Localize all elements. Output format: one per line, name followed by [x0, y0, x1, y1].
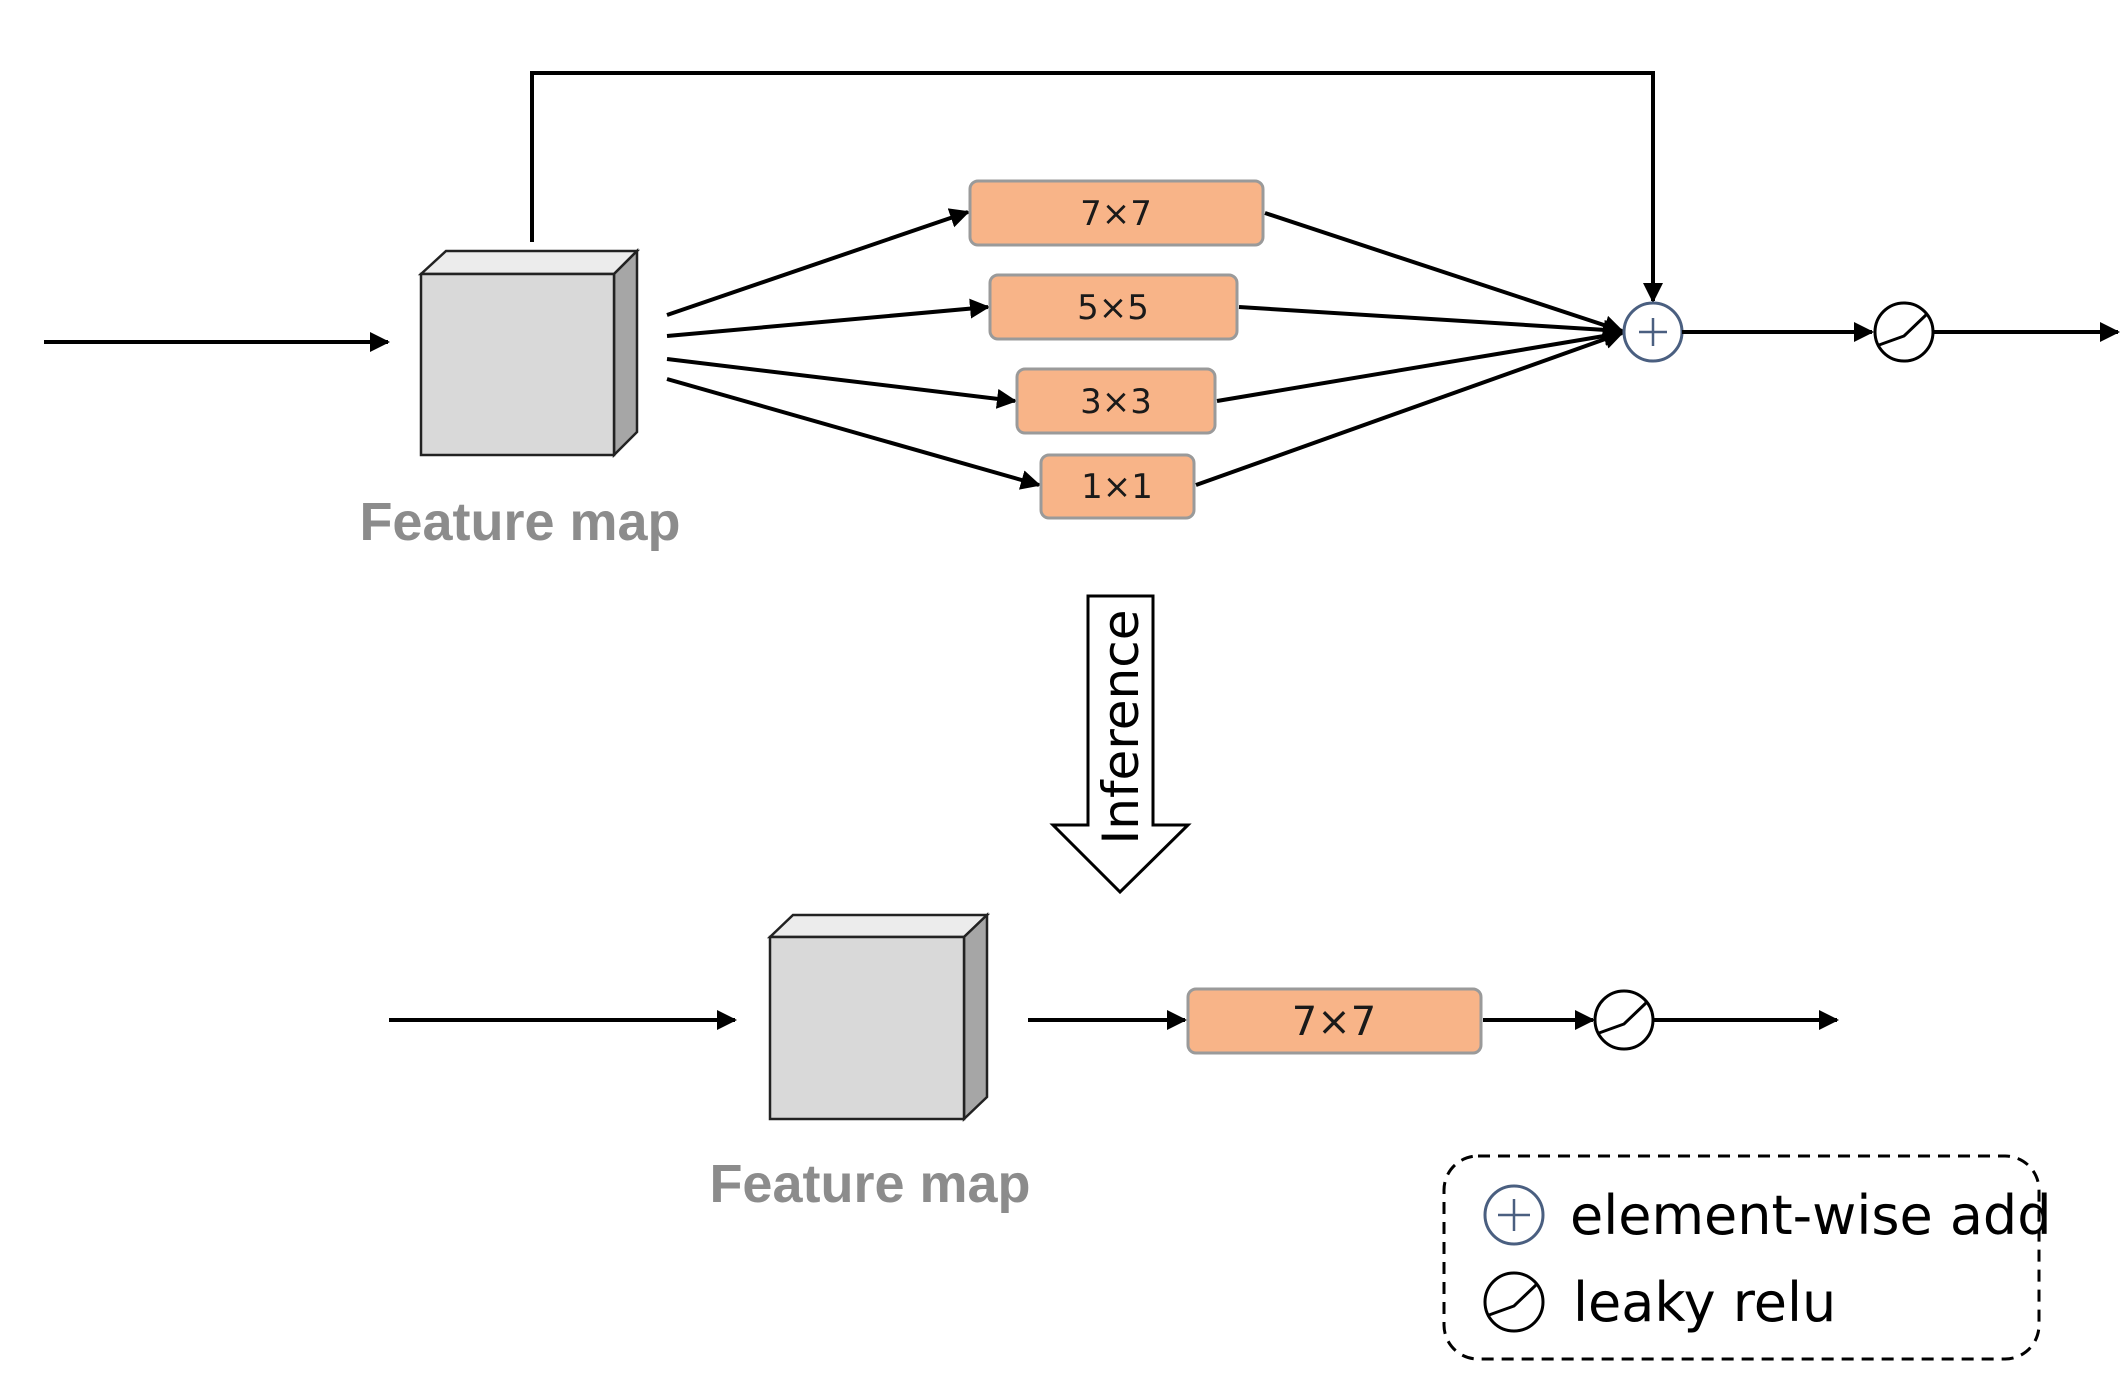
svg-text:5×5: 5×5 — [1077, 288, 1149, 328]
kernel-3x3: 3×3 — [1015, 367, 1217, 435]
legend-add-icon — [1483, 1184, 1545, 1246]
top-feature-map-label: Feature map — [359, 492, 680, 552]
svg-text:3×3: 3×3 — [1080, 382, 1152, 422]
svg-text:7×7: 7×7 — [1080, 194, 1152, 234]
bottom-leaky-relu-node — [1593, 989, 1655, 1051]
legend: element-wise add leaky relu — [1442, 1154, 2052, 1361]
bottom-feature-map-cube — [766, 912, 991, 1122]
merge-arrow-3x3 — [1216, 326, 1624, 403]
add-node — [1622, 301, 1684, 363]
branch-arrow-1x1 — [666, 377, 1041, 490]
kernel-5x5: 5×5 — [988, 273, 1239, 341]
inference-arrow: Inference — [1049, 594, 1192, 895]
bottom-feature-map-label: Feature map — [709, 1154, 1030, 1214]
branch-arrow-7x7 — [666, 208, 970, 317]
inference-label: Inference — [1092, 610, 1150, 845]
legend-relu-label: leaky relu — [1573, 1271, 1836, 1334]
legend-relu-icon — [1483, 1271, 1545, 1333]
svg-text:1×1: 1×1 — [1081, 467, 1153, 507]
kernel-1x1: 1×1 — [1039, 453, 1196, 520]
top-block: Feature map 7×7 5×5 3×3 1×1 — [44, 71, 2120, 552]
branch-arrow-3x3 — [666, 357, 1017, 409]
skip-connection — [530, 71, 1663, 303]
kernel-7x7: 7×7 — [968, 179, 1265, 247]
top-leaky-relu-node — [1873, 301, 1935, 363]
merge-arrow-1x1 — [1195, 329, 1624, 487]
top-feature-map-cube — [417, 247, 641, 459]
svg-text:7×7: 7×7 — [1292, 999, 1376, 1045]
merge-arrow-7x7 — [1264, 211, 1624, 335]
bottom-kernel-7x7: 7×7 — [1186, 987, 1483, 1055]
merge-arrow-5x5 — [1238, 305, 1624, 340]
legend-add-label: element-wise add — [1570, 1184, 2052, 1247]
bottom-block: Feature map 7×7 — [389, 912, 1839, 1214]
branch-arrow-5x5 — [666, 298, 990, 338]
